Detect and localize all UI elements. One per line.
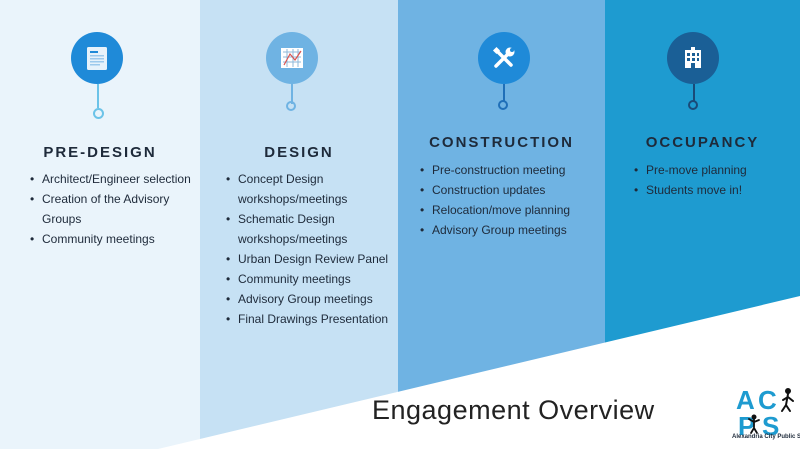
phase-list-pre-design: Architect/Engineer selection Creation of… — [28, 169, 202, 249]
connector-line — [97, 84, 99, 108]
list-item: Community meetings — [226, 269, 408, 289]
connector-dot — [286, 101, 296, 111]
list-item: Relocation/move planning — [420, 200, 617, 220]
list-item: Students move in! — [634, 180, 800, 200]
connector-line — [503, 84, 505, 101]
document-icon — [71, 32, 123, 84]
phase-list-construction: Pre-construction meeting Construction up… — [418, 160, 617, 240]
svg-text:C: C — [758, 385, 777, 415]
tools-icon — [478, 32, 530, 84]
list-item: Concept Design workshops/meetings — [226, 169, 408, 209]
svg-text:S: S — [762, 411, 779, 441]
connector-dot — [93, 108, 104, 119]
acps-logo: A C P S — [736, 385, 794, 441]
logo-caption: Alexandria City Public Schools — [732, 434, 800, 440]
list-item: Creation of the Advisory Groups — [30, 189, 202, 229]
connector-line — [693, 84, 695, 101]
list-item: Advisory Group meetings — [226, 289, 408, 309]
phase-heading-design: DESIGN — [264, 144, 334, 161]
list-item: Schematic Design workshops/meetings — [226, 209, 408, 249]
phase-heading-occupancy: OCCUPANCY — [645, 134, 760, 151]
list-item: Urban Design Review Panel — [226, 249, 408, 269]
list-item: Final Drawings Presentation — [226, 309, 408, 329]
list-item: Construction updates — [420, 180, 617, 200]
building-icon — [667, 32, 719, 84]
connector-line — [291, 84, 293, 104]
phase-list-design: Concept Design workshops/meetings Schema… — [224, 169, 408, 329]
list-item: Architect/Engineer selection — [30, 169, 202, 189]
phase-heading-construction: CONSTRUCTION — [429, 134, 574, 151]
list-item: Advisory Group meetings — [420, 220, 617, 240]
list-item: Community meetings — [30, 229, 202, 249]
svg-text:A: A — [736, 385, 755, 415]
connector-dot — [688, 100, 698, 110]
list-item: Pre-move planning — [634, 160, 800, 180]
phase-heading-pre-design: PRE-DESIGN — [43, 144, 157, 161]
phase-list-occupancy: Pre-move planning Students move in! — [632, 160, 800, 200]
blueprint-map-icon — [266, 32, 318, 84]
connector-dot — [498, 100, 508, 110]
list-item: Pre-construction meeting — [420, 160, 617, 180]
slide-title: Engagement Overview — [372, 395, 655, 425]
